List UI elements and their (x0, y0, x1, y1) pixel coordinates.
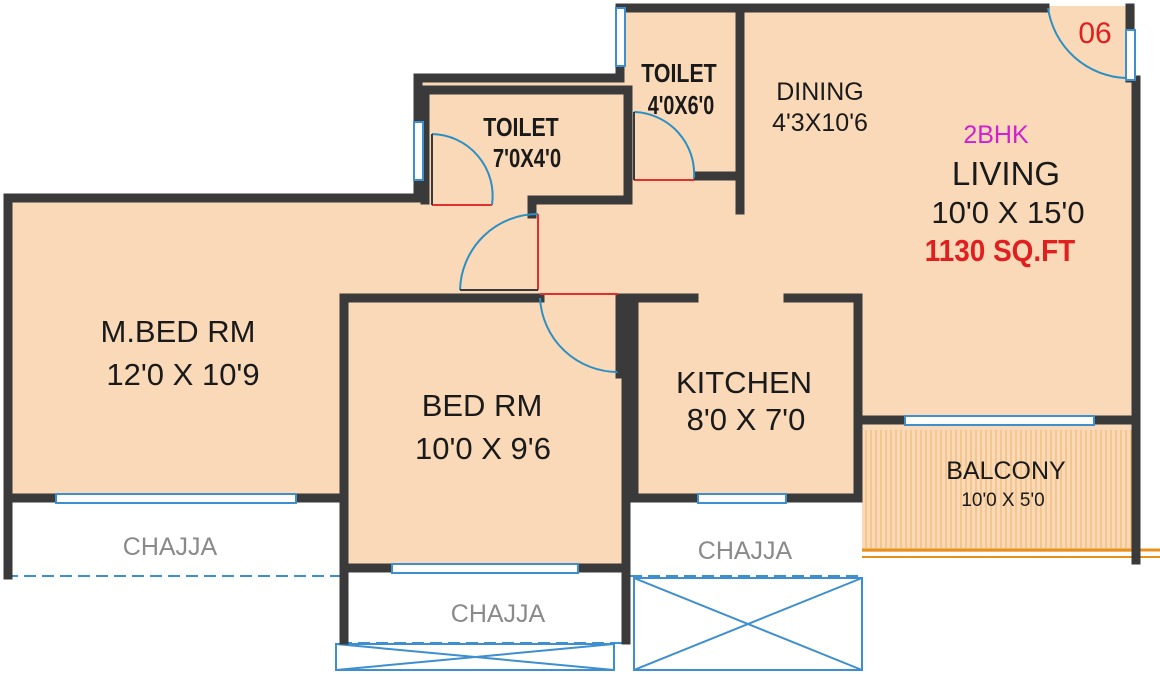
living-name: LIVING (952, 155, 1060, 192)
door-toilet1-swing (431, 133, 494, 206)
room-labels: 06 TOILET 7'0X4'0 TOILET 4'0X6'0 DINING … (101, 17, 1112, 628)
door-toilet2-swing (633, 111, 696, 179)
toilet1-size: 7'0X4'0 (493, 144, 561, 173)
window-toilet2 (615, 7, 626, 67)
door-swings (431, 7, 1127, 374)
dining-size: 4'3X10'6 (772, 109, 868, 137)
door-entrance-swing (1047, 7, 1127, 79)
window-bed-room (391, 563, 579, 574)
balcony-name: BALCONY (946, 457, 1066, 485)
chajja-center-label: CHAJJA (451, 600, 546, 628)
window-toilet1 (413, 121, 424, 181)
bed-room-size: 10'0 X 9'6 (415, 431, 551, 466)
kitchen-size: 8'0 X 7'0 (687, 402, 806, 437)
wall-kitchen-top-right (783, 293, 910, 425)
kitchen-name: KITCHEN (676, 365, 812, 400)
plan-type: 2BHK (963, 121, 1029, 149)
toilet1-name: TOILET (483, 113, 559, 143)
window-kitchen (697, 493, 787, 504)
door-master-bed-swing (459, 213, 539, 291)
toilet2-name: TOILET (641, 59, 717, 89)
window-master-bed (55, 493, 297, 504)
toilet2-size: 4'0X6'0 (648, 90, 715, 119)
plan-area: 1130 SQ.FT (925, 234, 1075, 269)
wall-toilet1-box (420, 85, 633, 205)
floor-area (6, 6, 1135, 568)
master-bed-name: M.BED RM (101, 314, 256, 349)
kitchen-floor (628, 298, 860, 500)
dining-name: DINING (776, 78, 864, 106)
chajja-right-box (633, 577, 863, 671)
windows (55, 7, 1136, 574)
chajja-left-label: CHAJJA (123, 533, 218, 561)
chajja-center-box (335, 643, 615, 671)
door-thresholds (432, 179, 694, 295)
master-bed-size: 12'0 X 10'9 (106, 357, 259, 392)
chajja-right-diag-2 (633, 577, 863, 671)
wall-bed-room (339, 293, 545, 645)
chajja-right-label: CHAJJA (698, 537, 793, 565)
balcony-rail-hatch (865, 430, 1132, 548)
balcony-floor (862, 422, 1132, 552)
unit-number: 06 (1078, 17, 1111, 50)
living-size: 10'0 X 15'0 (931, 195, 1084, 230)
chajja-center-diag-2 (335, 643, 615, 671)
bed-room-floor (344, 298, 624, 568)
window-living (904, 415, 1095, 426)
bed-room-name: BED RM (422, 388, 543, 423)
door-bed-room-swing (539, 297, 619, 374)
chajja-outlines (6, 575, 863, 671)
window-living-top (1125, 29, 1136, 81)
balcony-size: 10'0 X 5'0 (961, 490, 1044, 511)
walls (3, 3, 1141, 645)
